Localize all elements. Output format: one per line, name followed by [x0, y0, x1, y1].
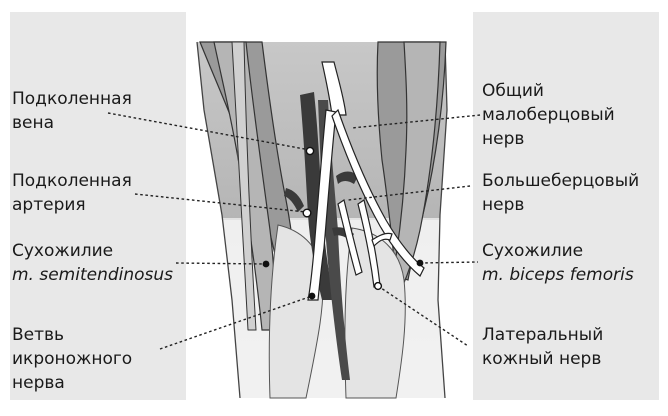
popliteal-fossa-illustration: Подколенная вена Подколенная артерия Сух… — [0, 0, 668, 412]
anatomy-diagram: Подколенная вена Подколенная артерия Сух… — [0, 0, 668, 412]
